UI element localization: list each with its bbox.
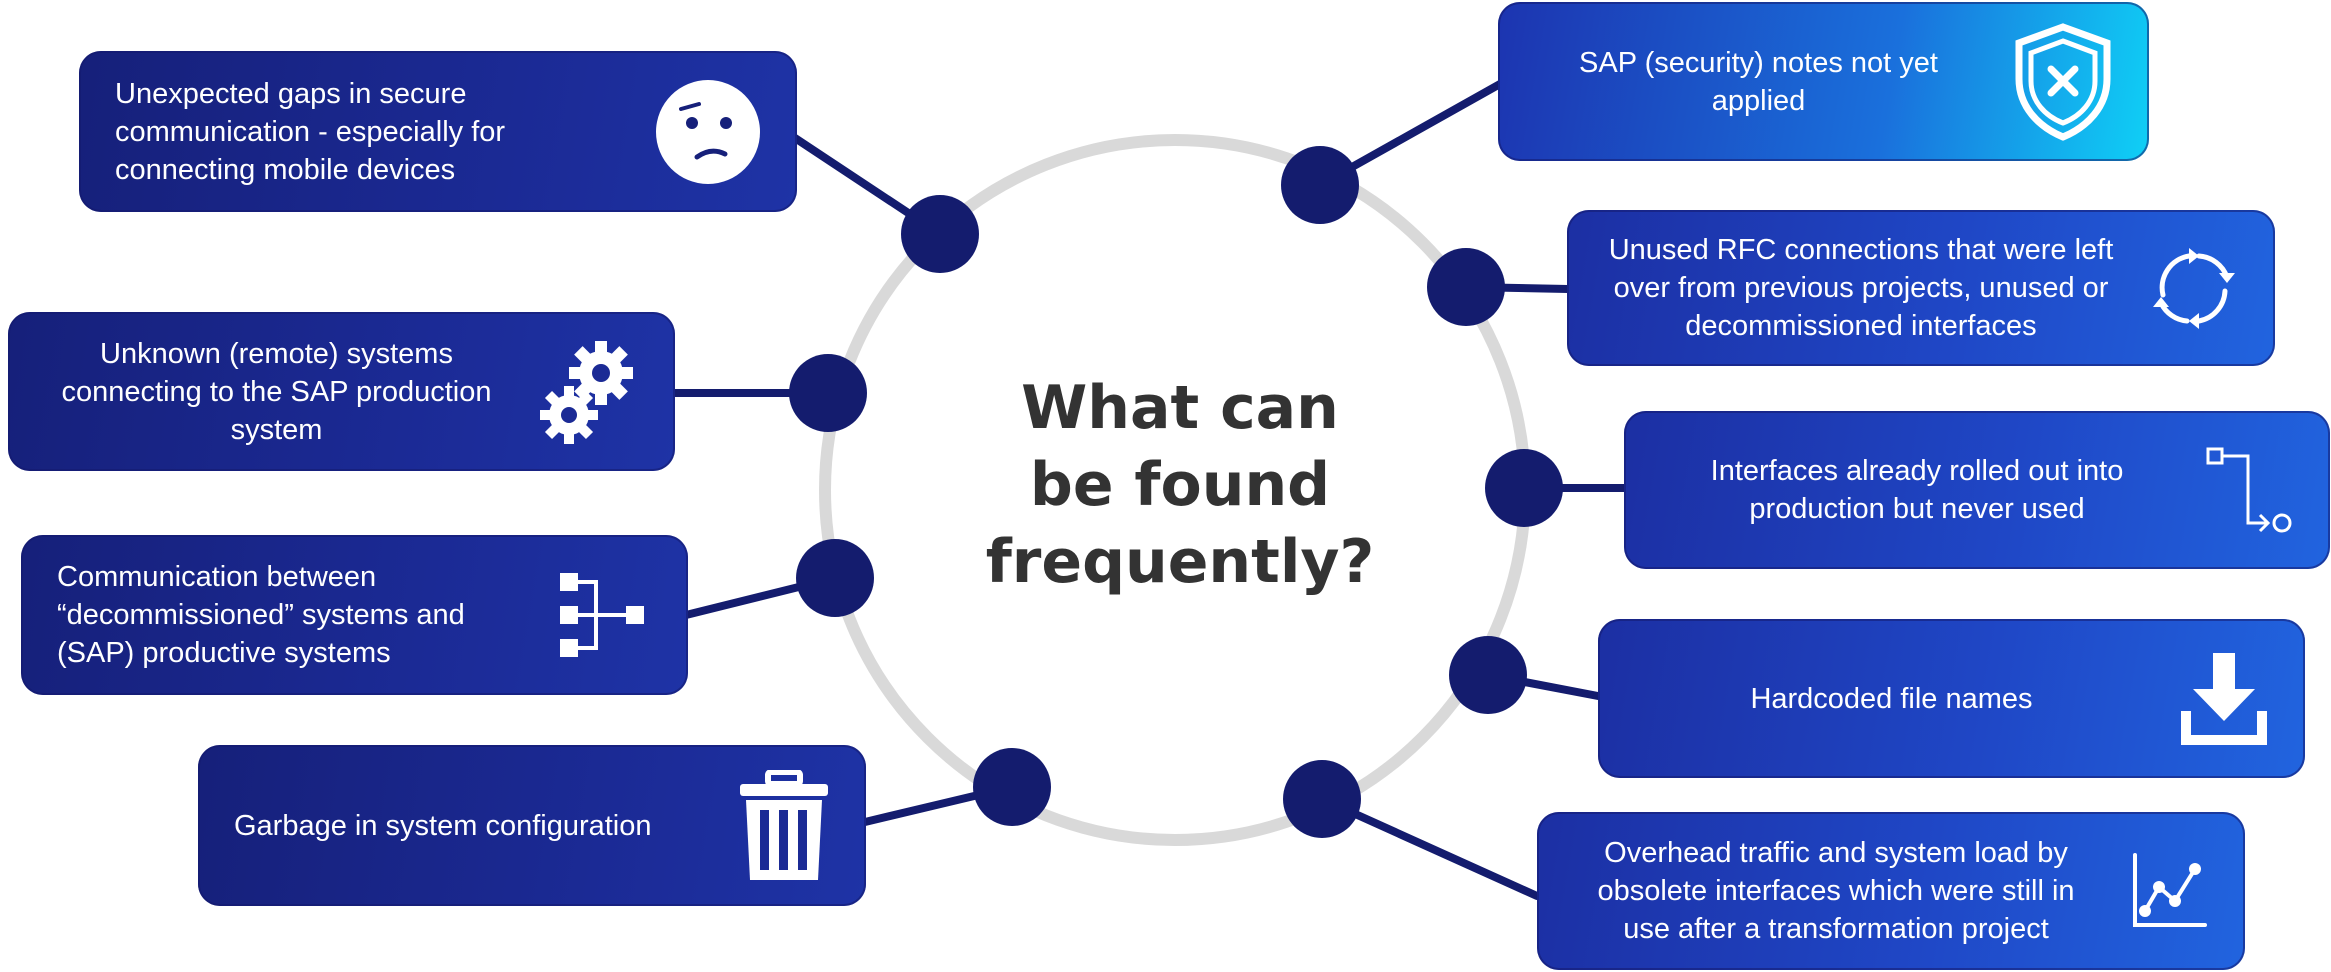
finding-box-sap-notes: SAP (security) notes not yet applied: [1498, 2, 2149, 161]
finding-text: Unused RFC connections that were left ov…: [1608, 234, 2114, 342]
gears-icon: [539, 337, 639, 447]
finding-text: Unknown (remote) systems connecting to t…: [61, 337, 492, 446]
hierarchy-icon: [552, 565, 652, 665]
node-dot-right-3: [1485, 449, 1563, 527]
node-dot-right-2: [1427, 248, 1505, 326]
finding-text: Garbage in system configuration: [234, 809, 652, 842]
finding-text: Overhead traffic and system load by obso…: [1597, 837, 2075, 945]
finding-box-decommissioned-communication: Communication between “decommissioned” s…: [21, 535, 688, 695]
refresh-icon: [2149, 243, 2239, 333]
finding-box-secure-communication-gaps: Unexpected gaps in secure communication …: [79, 51, 797, 212]
connector-line-right-5: [1318, 795, 1541, 900]
finding-box-unused-rfc: Unused RFC connections that were left ov…: [1567, 210, 2275, 366]
node-dot-right-1: [1281, 146, 1359, 224]
finding-box-garbage-configuration: Garbage in system configuration: [198, 745, 866, 906]
trash-icon: [738, 769, 830, 882]
finding-box-overhead-traffic: Overhead traffic and system load by obso…: [1537, 812, 2245, 970]
confused-face-icon: [655, 79, 761, 185]
finding-text: Hardcoded file names: [1750, 682, 2033, 715]
flow-icon: [2204, 445, 2294, 535]
node-dot-left-4: [973, 748, 1051, 826]
download-icon: [2179, 651, 2269, 747]
node-dot-left-2: [789, 354, 867, 432]
finding-text: Interfaces already rolled out into produ…: [1710, 455, 2124, 525]
finding-text: Communication between “decommissioned” s…: [57, 561, 465, 669]
title-line-3: frequently?: [985, 527, 1375, 597]
line-chart-icon: [2129, 851, 2209, 931]
title-line-1: What can: [1021, 373, 1339, 443]
finding-text: SAP (security) notes not yet applied: [1579, 46, 1938, 117]
finding-text: Unexpected gaps in secure communication …: [115, 77, 506, 186]
finding-box-unused-interfaces: Interfaces already rolled out into produ…: [1624, 411, 2330, 569]
finding-box-hardcoded-filenames: Hardcoded file names: [1598, 619, 2305, 778]
center-title: What can be found frequently?: [940, 370, 1420, 601]
node-dot-left-3: [796, 539, 874, 617]
finding-box-unknown-remote-systems: Unknown (remote) systems connecting to t…: [8, 312, 675, 471]
node-dot-right-4: [1449, 636, 1527, 714]
node-dot-right-5: [1283, 760, 1361, 838]
node-dot-left-1: [901, 195, 979, 273]
title-line-2: be found: [1029, 450, 1331, 520]
shield-x-icon: [2013, 22, 2113, 141]
